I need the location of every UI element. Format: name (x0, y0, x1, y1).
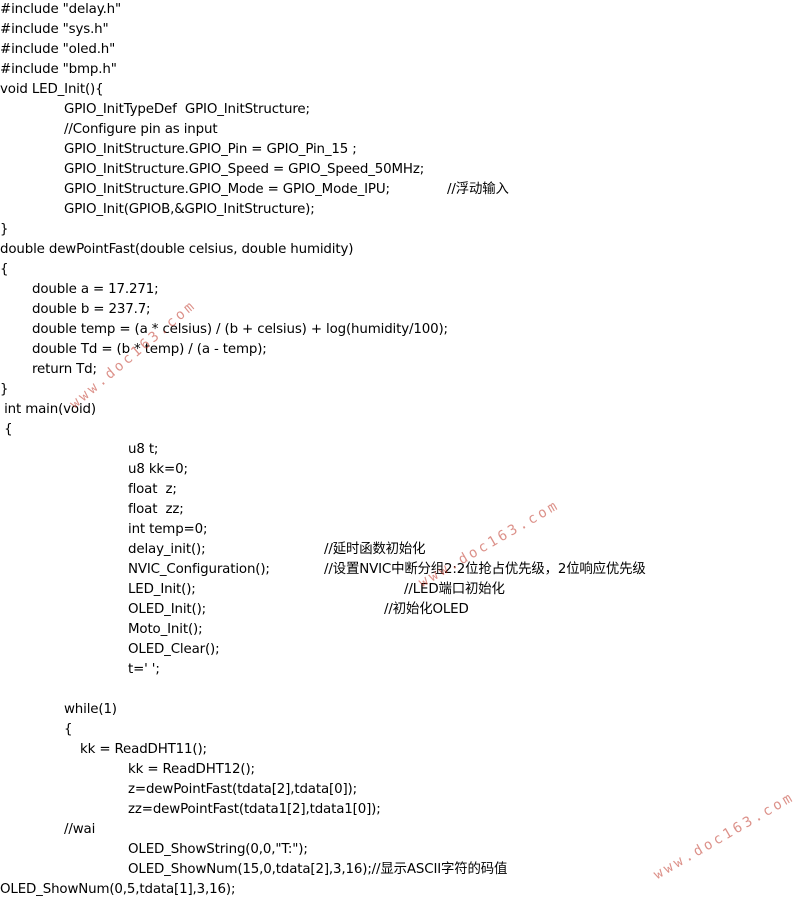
code-comment: //LED端口初始化 (404, 582, 505, 597)
code-line: } (0, 382, 9, 397)
code-line: #include "bmp.h" (0, 62, 117, 77)
code-line: OLED_ShowNum(0,5,tdata[1],3,16); (0, 882, 236, 897)
code-line: //Configure pin as input (64, 122, 218, 137)
code-comment: //设置NVIC中断分组2:2位抢占优先级，2位响应优先级 (324, 562, 646, 577)
code-line: #include "sys.h" (0, 22, 109, 37)
code-line: u8 t; (128, 442, 159, 457)
code-comment: //浮动输入 (447, 182, 509, 197)
code-line: double Td = (b * temp) / (a - temp); (32, 342, 267, 357)
code-line: LED_Init(); (128, 582, 196, 597)
code-line: u8 kk=0; (128, 462, 188, 477)
code-line: GPIO_InitStructure.GPIO_Mode = GPIO_Mode… (64, 182, 390, 197)
code-line: delay_init(); (128, 542, 206, 557)
code-line: kk = ReadDHT12(); (128, 762, 255, 777)
code-line: double temp = (a * celsius) / (b + celsi… (32, 322, 448, 337)
code-line: float zz; (128, 502, 184, 517)
code-line: { (64, 722, 73, 737)
code-line: { (0, 262, 9, 277)
code-line: OLED_Init(); (128, 602, 207, 617)
code-line: GPIO_Init(GPIOB,&GPIO_InitStructure); (64, 202, 315, 217)
code-line: double a = 17.271; (32, 282, 159, 297)
code-line: OLED_ShowString(0,0,"T:"); (128, 842, 308, 857)
code-line: } (0, 222, 9, 237)
code-line: int main(void) (0, 402, 96, 417)
code-comment: //延时函数初始化 (324, 542, 426, 557)
code-line: OLED_ShowNum(15,0,tdata[2],3,16);//显示ASC… (128, 862, 508, 877)
code-line: void LED_Init(){ (0, 82, 104, 97)
code-line: OLED_Clear(); (128, 642, 220, 657)
code-line: GPIO_InitTypeDef GPIO_InitStructure; (64, 102, 310, 117)
code-line: float z; (128, 482, 177, 497)
code-line: while(1) (64, 702, 117, 717)
code-line: #include "oled.h" (0, 42, 116, 57)
code-line: //wai (64, 822, 96, 837)
code-line: double dewPointFast(double celsius, doub… (0, 242, 354, 257)
code-line: z=dewPointFast(tdata[2],tdata[0]); (128, 782, 357, 797)
code-comment: //初始化OLED (384, 602, 469, 617)
code-line: NVIC_Configuration(); (128, 562, 270, 577)
code-line: int temp=0; (128, 522, 208, 537)
code-line: return Td; (32, 362, 97, 377)
code-line: zz=dewPointFast(tdata1[2],tdata1[0]); (128, 802, 381, 817)
code-line: GPIO_InitStructure.GPIO_Speed = GPIO_Spe… (64, 162, 425, 177)
code-line: kk = ReadDHT11(); (80, 742, 207, 757)
code-line: GPIO_InitStructure.GPIO_Pin = GPIO_Pin_1… (64, 142, 357, 157)
code-line: { (0, 422, 13, 437)
code-line: Moto_Init(); (128, 622, 203, 637)
code-line: t=' '; (128, 662, 160, 677)
code-listing: #include "delay.h" #include "sys.h" #inc… (0, 2, 646, 897)
code-line: double b = 237.7; (32, 302, 151, 317)
code-line: #include "delay.h" (0, 2, 122, 17)
